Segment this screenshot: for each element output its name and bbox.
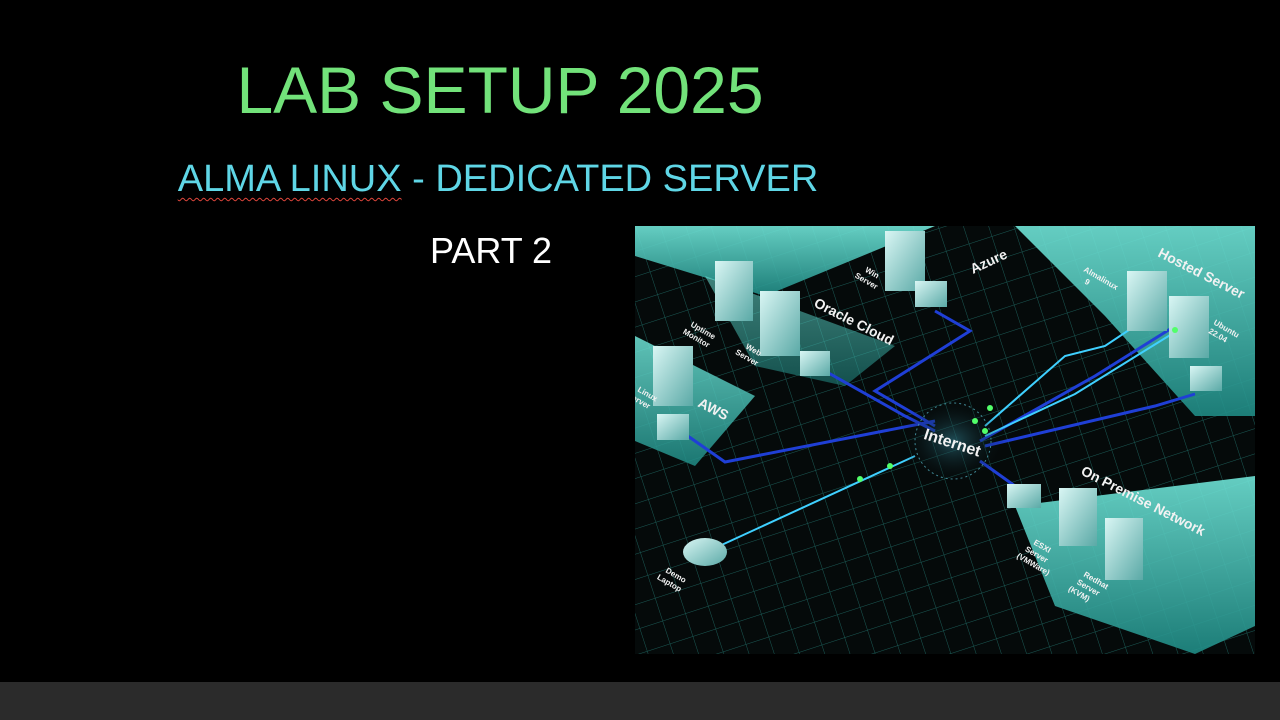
ubuntu-tower <box>1169 296 1209 358</box>
internet-hub-glow <box>898 396 1008 486</box>
network-diagram: Internet Az <box>635 226 1255 654</box>
almalinux-tower <box>1127 271 1167 331</box>
network-links <box>684 309 1196 488</box>
laptop-shape <box>683 538 727 566</box>
azure-switch <box>915 281 947 307</box>
link-nodes <box>857 327 1178 482</box>
subtitle-spellcheck-word: ALMA LINUX <box>177 158 402 200</box>
slide-subtitle: ALMA LINUX - DEDICATED SERVER <box>0 158 996 201</box>
onprem-switch <box>1007 484 1041 508</box>
redhat-tower <box>1105 518 1143 580</box>
server-towers <box>653 231 1222 580</box>
oracle-switch <box>800 351 830 376</box>
internet-hub-globe <box>914 402 992 480</box>
hosted-switch <box>1190 366 1222 391</box>
part-label: PART 2 <box>430 230 553 271</box>
aws-switch <box>657 414 689 440</box>
web-tower <box>760 291 800 356</box>
esxi-tower <box>1059 488 1097 546</box>
linux-tower <box>653 346 693 406</box>
label-alma-l2: 9 <box>1083 277 1092 287</box>
uptime-tower <box>715 261 753 321</box>
subtitle-rest: - DEDICATED SERVER <box>401 158 819 200</box>
network-diagram-svg: Internet Az <box>635 226 1255 654</box>
bottom-bar <box>0 682 1280 720</box>
slide-title: LAB SETUP 2025 <box>236 53 764 127</box>
